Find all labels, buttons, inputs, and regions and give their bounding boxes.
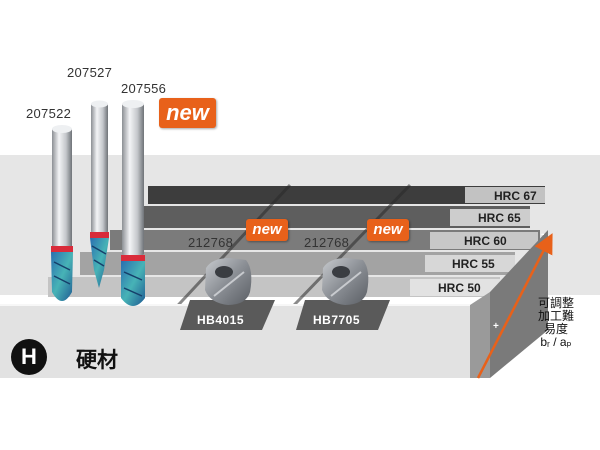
new-badge-endmill: new — [159, 98, 216, 128]
insert-hb7705 — [322, 258, 369, 305]
endmill-207556 — [121, 100, 145, 306]
endmill-207527 — [90, 100, 109, 288]
plate-hrc67 — [148, 186, 545, 204]
code-207556: 207556 — [121, 81, 167, 96]
plate-hrc50 — [48, 277, 500, 297]
hrc-55-label: HRC 55 — [452, 257, 495, 271]
insert-hb4015 — [205, 258, 252, 305]
new-badge-insert-b: new — [367, 219, 409, 241]
code-207522: 207522 — [26, 106, 72, 121]
plate-hrc65 — [130, 206, 530, 228]
difficulty-line-3: 易度 — [543, 322, 568, 336]
difficulty-line-1: 可調整 — [537, 296, 574, 310]
plus-marker: + — [493, 321, 499, 332]
material-h-icon: H — [11, 339, 47, 375]
hrc-67-label: HRC 67 — [494, 189, 537, 203]
new-badge-insert-a: new — [246, 219, 288, 241]
difficulty-text: 可調整 加工難 易度 bᵣ / aₚ — [526, 297, 586, 349]
code-207527: 207527 — [67, 65, 113, 80]
endmill-207522 — [51, 125, 73, 301]
material-label: 硬材 — [76, 349, 118, 372]
hrc-60-label: HRC 60 — [464, 234, 507, 248]
hrc-50-label: HRC 50 — [438, 281, 481, 295]
difficulty-arrow — [476, 233, 553, 379]
difficulty-formula: bᵣ / aₚ — [540, 335, 572, 349]
code-insert-a: 212768 — [188, 235, 234, 250]
hrc-65-label: HRC 65 — [478, 211, 521, 225]
grade-hb7705: HB7705 — [313, 313, 361, 327]
plate-hrc55 — [80, 252, 515, 275]
minus-marker: - — [541, 229, 545, 240]
code-insert-b: 212768 — [304, 235, 350, 250]
difficulty-line-2: 加工難 — [537, 309, 574, 323]
grade-hb4015: HB4015 — [197, 313, 245, 327]
